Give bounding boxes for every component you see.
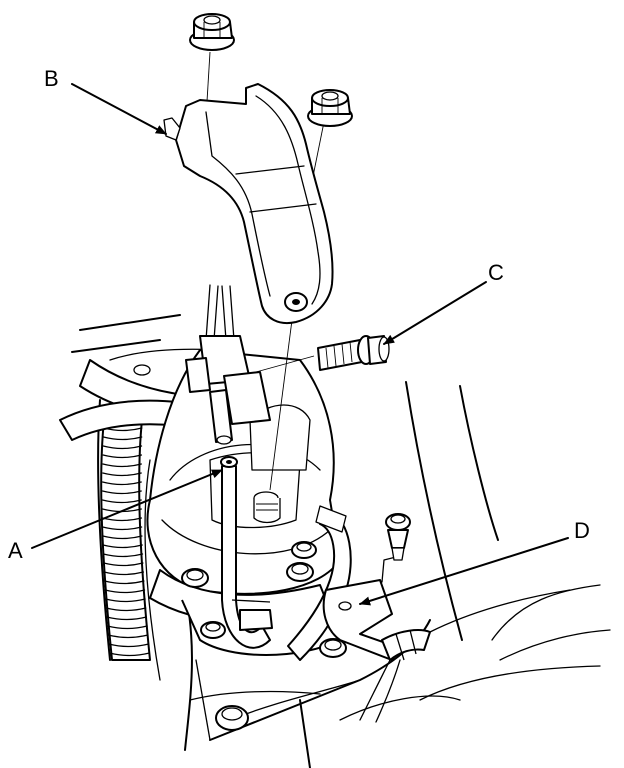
hose-corrugation (102, 445, 143, 450)
hose-corrugation (102, 553, 144, 558)
right-hose (231, 505, 352, 661)
hose-corrugation (102, 463, 142, 468)
mounting-bracket (163, 83, 334, 324)
callout-label-d: D (574, 518, 590, 543)
hose-corrugation (102, 454, 143, 459)
flange-bolt-c (317, 335, 390, 371)
hose-corrugation (107, 634, 149, 639)
hose-corrugation (102, 526, 143, 531)
hose-corrugation (106, 625, 148, 630)
hose-clamp-right (359, 589, 571, 723)
leader-arrow-c (383, 281, 487, 345)
hose-corrugation (103, 580, 145, 585)
hose-corrugation (103, 571, 145, 576)
bracket-d (322, 555, 401, 661)
vacuum-tube-a (220, 456, 273, 649)
flange-nut-right (307, 89, 353, 127)
callout-label-b: B (44, 66, 59, 91)
hose-corrugation (102, 436, 143, 441)
leader-arrows (31, 83, 569, 606)
hose-corrugation (106, 616, 148, 621)
hose-corrugation (102, 472, 142, 477)
base-bolts (133, 364, 347, 731)
hose-corrugation (104, 598, 146, 603)
callout-label-c: C (488, 260, 504, 285)
hose-corrugation (101, 481, 142, 486)
leader-arrow-d (359, 537, 569, 606)
hose-corrugation (108, 652, 151, 657)
corrugated-hose (100, 419, 151, 661)
hose-corrugation (104, 589, 146, 594)
hose-corrugation (105, 607, 147, 612)
hose-corrugation (102, 544, 143, 549)
wiring-harness (185, 284, 271, 445)
bolt-right-stud (385, 513, 411, 561)
leader-arrow-b (71, 83, 167, 135)
leader-arrow-a (31, 469, 223, 549)
hose-corrugation (108, 643, 150, 648)
flange-nut-left (189, 13, 235, 51)
hose-corrugation (102, 535, 143, 540)
hose-corrugation (101, 490, 142, 495)
callout-label-a: A (8, 538, 23, 563)
hose-corrugation (101, 499, 142, 504)
hose-corrugation (103, 562, 144, 567)
